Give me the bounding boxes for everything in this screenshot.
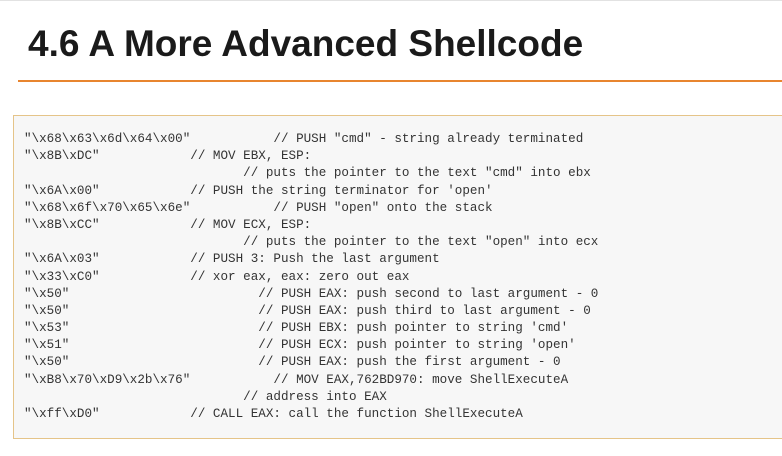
code-line: "\x6A\x03" // PUSH 3: Push the last argu… [24,252,440,267]
top-divider [0,0,782,1]
code-line: "\xff\xD0" // CALL EAX: call the functio… [24,407,523,421]
section-heading: 4.6 A More Advanced Shellcode [28,23,584,64]
code-line: // puts the pointer to the text "open" i… [24,235,599,250]
heading-underline [18,80,782,82]
code-line: "\x8B\xCC" // MOV ECX, ESP: [24,217,312,232]
code-line: // puts the pointer to the text "cmd" in… [24,166,591,181]
code-line: "\xB8\x70\xD9\x2b\x76" // MOV EAX,762BD9… [24,372,569,387]
code-line: "\x6A\x00" // PUSH the string terminator… [24,183,493,198]
code-line: "\x50" // PUSH EAX: push the first argum… [24,355,561,370]
code-line: "\x50" // PUSH EAX: push third to last a… [24,303,591,318]
code-line: "\x68\x6f\x70\x65\x6e" // PUSH "open" on… [24,200,493,215]
code-listing: "\x68\x63\x6d\x64\x00" // PUSH "cmd" - s… [24,131,598,423]
code-block: "\x68\x63\x6d\x64\x00" // PUSH "cmd" - s… [13,115,782,439]
code-line: "\x33\xC0" // xor eax, eax: zero out eax [24,269,410,284]
code-line: // address into EAX [24,389,387,404]
code-line: "\x53" // PUSH EBX: push pointer to stri… [24,321,569,336]
code-line: "\x51" // PUSH ECX: push pointer to stri… [24,338,576,353]
code-line: "\x50" // PUSH EAX: push second to last … [24,286,599,301]
code-line: "\x68\x63\x6d\x64\x00" // PUSH "cmd" - s… [24,132,584,146]
code-line: "\x8B\xDC" // MOV EBX, ESP: [24,149,312,164]
